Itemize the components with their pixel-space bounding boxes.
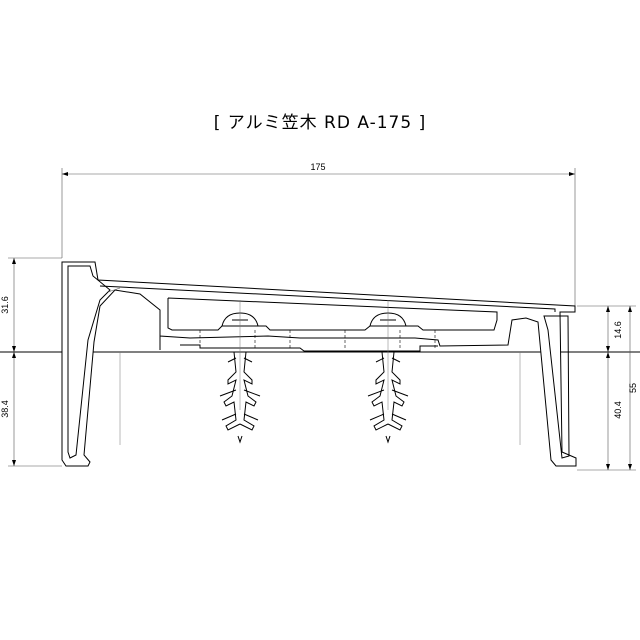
right-bottom-height-label: 40.4 bbox=[613, 401, 623, 419]
right-top-height-label: 14.6 bbox=[613, 321, 623, 339]
wall-outline bbox=[119, 352, 521, 445]
width-label: 175 bbox=[310, 162, 325, 172]
left-dimensions: 31.6 38.4 bbox=[0, 257, 62, 467]
right-total-height-label: 55 bbox=[628, 383, 638, 393]
drawing-title: [ アルミ笠木 RD A-175 ] bbox=[214, 113, 426, 133]
width-dimension: 175 bbox=[61, 162, 576, 310]
right-dimensions: 14.6 40.4 55 bbox=[577, 305, 638, 471]
left-bottom-height-label: 38.4 bbox=[0, 400, 10, 418]
anchor-bolt-right bbox=[367, 300, 409, 444]
left-top-height-label: 31.6 bbox=[0, 296, 10, 314]
anchor-bolt-left bbox=[219, 300, 261, 444]
coping-profile bbox=[61, 261, 577, 467]
